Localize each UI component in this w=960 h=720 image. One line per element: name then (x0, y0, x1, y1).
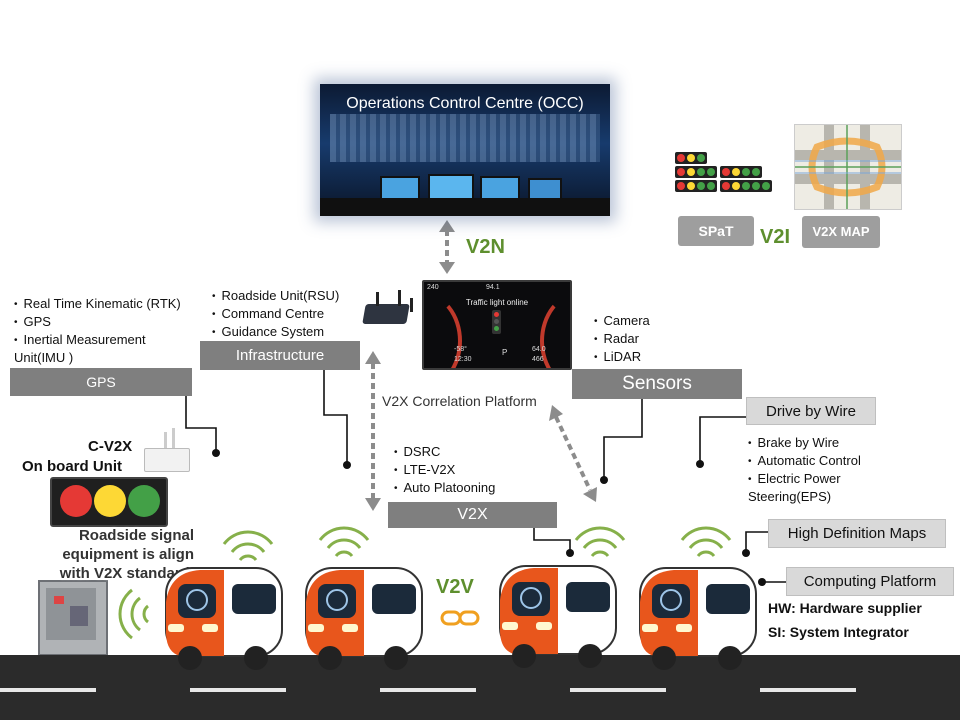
computing-platform-label: Computing Platform (786, 567, 954, 596)
occ-desk (320, 198, 610, 216)
list-item: Automatic Control (748, 453, 918, 471)
list-item: Electric Power Steering(EPS) (748, 471, 868, 505)
dashboard-traffic-light (492, 310, 501, 334)
road-lane-marking (0, 688, 96, 692)
autonomous-shuttle-icon (165, 567, 283, 670)
list-item: LTE-V2X (394, 462, 534, 480)
list-item: Command Centre (212, 306, 372, 324)
dashboard-left-top: 240 (427, 284, 439, 291)
traffic-light-icon (675, 180, 717, 192)
list-item: Inertial Measurement Unit(IMU ) (14, 332, 164, 366)
list-item: Brake by Wire (748, 435, 918, 453)
list-item: Guidance System (212, 324, 372, 342)
infrastructure-label: Infrastructure (200, 341, 360, 370)
dashboard-temp: -58° (454, 346, 467, 353)
obu-antenna (164, 432, 167, 448)
list-item: LiDAR (594, 349, 714, 367)
traffic-light-icon (50, 477, 168, 527)
dashboard-screen: 240 94.1 Traffic light online -58° 12:30… (422, 280, 572, 370)
dashboard-range-1: 64.0 (532, 346, 546, 353)
list-item: Real Time Kinematic (RTK) (14, 296, 199, 314)
dashboard-time: 12:30 (454, 356, 472, 363)
v2x-label: V2X (388, 502, 557, 528)
connector-dot-gps (212, 449, 220, 457)
dashboard-arc-right (540, 292, 570, 368)
v2x-map-badge: V2X MAP (802, 216, 880, 248)
rsu-antenna (376, 292, 379, 306)
map-drawing (795, 125, 901, 209)
dashboard-arc-left (424, 292, 462, 368)
list-item: Camera (594, 313, 714, 331)
v2n-label: V2N (466, 236, 505, 258)
list-item: DSRC (394, 444, 534, 462)
dashboard-range-2: 466 (532, 356, 544, 363)
road (0, 655, 960, 720)
road-lane-marking (190, 688, 286, 692)
rsu-antenna (410, 298, 413, 312)
obu-title-line2: On board Unit (22, 458, 122, 475)
system-integrator-text: SI: System Integrator (768, 624, 909, 640)
list-item: Radar (594, 331, 714, 349)
sensors-list: Camera Radar LiDAR (594, 313, 714, 367)
drive-by-wire-label: Drive by Wire (746, 397, 876, 425)
occ-title: Operations Control Centre (OCC) (346, 95, 584, 112)
dashboard-top-value: 94.1 (486, 284, 500, 291)
hd-maps-label: High Definition Maps (768, 519, 946, 548)
connector-dot-sensors (600, 476, 608, 484)
infrastructure-list: Roadside Unit(RSU) Command Centre Guidan… (212, 288, 372, 342)
connector-dot-computing (758, 578, 766, 586)
obu-device-icon (144, 448, 190, 472)
dashboard-gear: P (502, 348, 508, 357)
sensors-label: Sensors (572, 369, 742, 399)
road-lane-marking (380, 688, 476, 692)
platform-label: V2X Correlation Platform (382, 393, 537, 409)
v2v-label: V2V (436, 576, 474, 598)
obu-antenna (172, 428, 175, 448)
occ-image (320, 84, 610, 216)
road-lane-marking (760, 688, 856, 692)
road-lane-marking (570, 688, 666, 692)
traffic-light-icon (675, 152, 707, 164)
traffic-light-icon (720, 166, 762, 178)
hw-supplier-text: HW: Hardware supplier (768, 600, 922, 616)
list-item: Auto Platooning (394, 480, 534, 498)
list-item: Roadside Unit(RSU) (212, 288, 372, 306)
traffic-light-icon (675, 166, 717, 178)
v2x-list: DSRC LTE-V2X Auto Platooning (394, 444, 534, 498)
drive-by-wire-list: Brake by Wire Automatic Control Electric… (748, 435, 918, 505)
autonomous-shuttle-icon (499, 565, 617, 668)
gps-list: Real Time Kinematic (RTK) GPS Inertial M… (14, 296, 199, 366)
gps-label: GPS (10, 368, 192, 396)
rsu-antenna (398, 290, 401, 306)
connector-dot-drive-by-wire (696, 460, 704, 468)
traffic-light-icon (720, 180, 772, 192)
occ-wall-screens (330, 114, 600, 162)
connector-dot-infrastructure (343, 461, 351, 469)
roadside-signal-text: Roadside signal equipment is align with … (59, 527, 194, 582)
connector-dot-v2x (566, 549, 574, 557)
connector-dot-hd-maps (742, 549, 750, 557)
autonomous-shuttle-icon (305, 567, 423, 670)
dashboard-title: Traffic light online (465, 298, 529, 307)
map-image (794, 124, 902, 210)
autonomous-shuttle-icon (639, 567, 757, 670)
obu-title-line1: C-V2X (88, 438, 133, 455)
v2i-label: V2I (760, 226, 791, 248)
chain-link-icon (440, 610, 480, 626)
occ-monitor (428, 174, 474, 202)
spat-badge: SPaT (678, 216, 754, 246)
list-item: GPS (14, 314, 199, 332)
